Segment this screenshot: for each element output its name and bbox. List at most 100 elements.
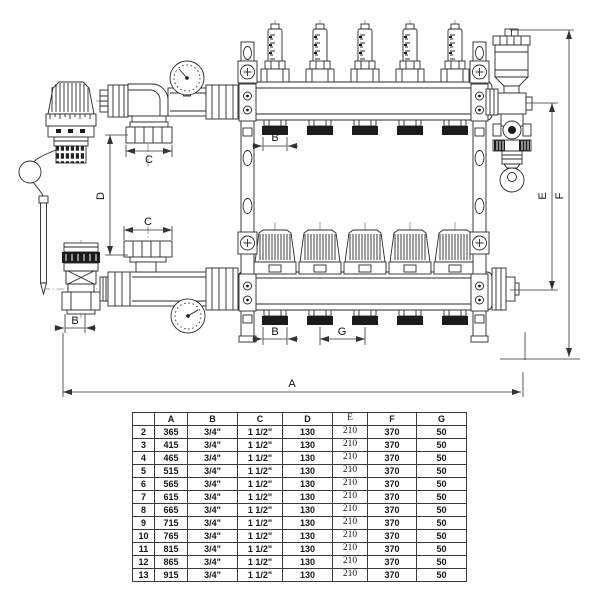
table-cell: 370 <box>367 425 417 439</box>
table-header-row: A B C D E F G <box>132 412 467 426</box>
dim-d: D <box>95 134 128 256</box>
table-cell: 3/4" <box>187 529 238 543</box>
table-cell: 50 <box>416 516 467 530</box>
table-cell: 50 <box>416 451 467 465</box>
table-cell: 50 <box>416 464 467 478</box>
drain-valve <box>492 113 532 193</box>
table-cell: 210 <box>332 464 368 478</box>
table-cell: 415 <box>154 438 188 452</box>
table-cell: 370 <box>367 451 417 465</box>
table-cell: 10 <box>132 529 155 543</box>
outlet-port <box>351 309 379 326</box>
table-cell: 210 <box>332 555 368 569</box>
table-cell: 1 1/2" <box>237 464 283 478</box>
table-cell: 1 1/2" <box>237 516 283 530</box>
table-header-cell: A <box>154 412 188 426</box>
table-cell: 3/4" <box>187 503 238 517</box>
table-header-cell: B <box>187 412 238 426</box>
table-cell: 130 <box>282 568 333 582</box>
dim-label-d: D <box>95 192 107 200</box>
table-cell: 12 <box>132 555 155 569</box>
table-cell: 130 <box>282 425 333 439</box>
table-cell: 865 <box>154 555 188 569</box>
table-cell: 370 <box>367 568 417 582</box>
flow-meter-4 <box>395 19 425 83</box>
table-cell: 50 <box>416 477 467 491</box>
dim-f: F <box>500 29 580 360</box>
dim-c-top: C <box>125 145 173 166</box>
table-cell: 130 <box>282 490 333 504</box>
table-cell: 130 <box>282 451 333 465</box>
dim-label-g: G <box>338 326 347 338</box>
table-cell: 915 <box>154 568 188 582</box>
dim-b-valve: B <box>54 314 96 333</box>
table-cell: 1 1/2" <box>237 451 283 465</box>
dim-label-a: A <box>288 378 296 390</box>
table-cell: 4 <box>132 451 155 465</box>
table-cell: 370 <box>367 464 417 478</box>
table-cell: 370 <box>367 516 417 530</box>
union-nut-top <box>125 121 173 144</box>
table-cell: 765 <box>154 529 188 543</box>
table-cell: 9 <box>132 516 155 530</box>
air-vent <box>485 28 533 116</box>
table-cell: 1 1/2" <box>237 542 283 556</box>
dim-label-c2: C <box>144 216 152 228</box>
table-cell: 210 <box>332 477 368 491</box>
table-cell: 1 1/2" <box>237 555 283 569</box>
table-cell: 210 <box>332 490 368 504</box>
thermostatic-valve-caps <box>253 221 477 275</box>
table-cell: 715 <box>154 516 188 530</box>
table-cell: 3/4" <box>187 568 238 582</box>
union-nut-bottom <box>123 240 173 273</box>
table-cell: 210 <box>332 438 368 452</box>
fill-drain-angle-valve <box>61 242 101 315</box>
table-cell: 3/4" <box>187 438 238 452</box>
top-manifold <box>237 81 493 121</box>
table-cell: 50 <box>416 555 467 569</box>
table-cell: 370 <box>367 490 417 504</box>
top-manifold-outlets <box>261 119 469 136</box>
table-cell: 370 <box>367 503 417 517</box>
table-cell: 1 1/2" <box>237 438 283 452</box>
table-cell: 465 <box>154 451 188 465</box>
flow-meters <box>260 19 470 83</box>
dim-label-b2: B <box>71 315 78 327</box>
flow-meter-3 <box>350 19 380 83</box>
flow-meter-2 <box>305 19 335 83</box>
dimensions: A B C D C B <box>54 29 580 397</box>
table-cell: 210 <box>332 529 368 543</box>
table-cell: 3/4" <box>187 464 238 478</box>
bottom-manifold-end-plug <box>491 267 520 311</box>
table-cell: 815 <box>154 542 188 556</box>
table-cell: 370 <box>367 542 417 556</box>
table-cell: 3/4" <box>187 477 238 491</box>
table-cell: 13 <box>132 568 155 582</box>
outlet-port <box>441 309 469 326</box>
table-cell: 210 <box>332 516 368 530</box>
table-cell: 370 <box>367 529 417 543</box>
table-cell: 130 <box>282 477 333 491</box>
table-cell: 130 <box>282 529 333 543</box>
dim-e: E <box>510 102 558 291</box>
outlet-port <box>306 119 334 136</box>
table-cell: 50 <box>416 529 467 543</box>
outlet-port <box>396 119 424 136</box>
table-cell: 3/4" <box>187 516 238 530</box>
table-cell: 210 <box>332 451 368 465</box>
supply-elbow-assembly <box>99 60 239 144</box>
table-cell: 130 <box>282 516 333 530</box>
table-cell: 3/4" <box>187 490 238 504</box>
table-cell: 210 <box>332 503 368 517</box>
dim-label-b3: B <box>271 326 278 338</box>
table-cell: 130 <box>282 438 333 452</box>
table-cell: 3/4" <box>187 542 238 556</box>
